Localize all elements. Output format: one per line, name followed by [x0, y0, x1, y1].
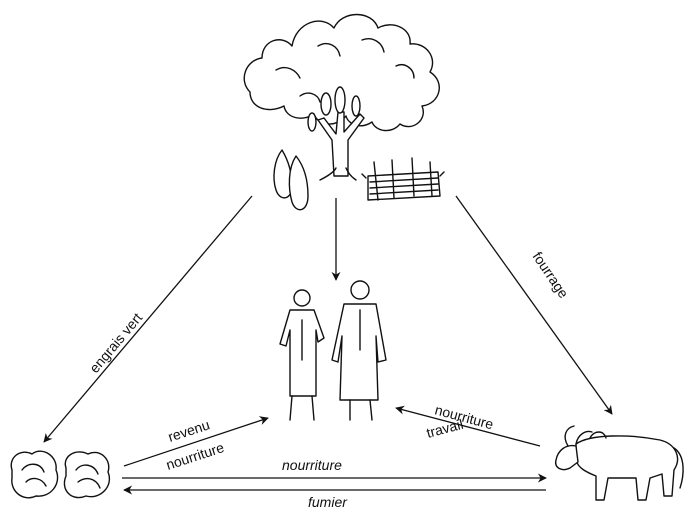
label-food-bottom: nourriture [282, 457, 342, 473]
label-fodder: fourrage [530, 249, 573, 301]
label-income: revenu [166, 416, 212, 444]
flow-arrows [43, 195, 613, 495]
label-green-manure: engrais vert [86, 310, 145, 376]
firewood-bundle-icon [361, 157, 445, 201]
arrow-crops-to-people [123, 416, 269, 467]
seed-pods-icon [273, 149, 309, 211]
label-manure: fumier [308, 494, 348, 510]
cabbage-crops-icon [10, 450, 111, 499]
arrow-tree-to-crops [43, 195, 253, 443]
label-labour: travail [425, 416, 465, 441]
farmers-couple-icon [279, 280, 387, 421]
label-food-from-crops: nourriture [164, 439, 226, 473]
arrow-tree-to-livestock [455, 195, 613, 415]
tree-with-pods-icon [243, 13, 440, 181]
arrow-people-livestock [395, 405, 541, 447]
ox-icon [555, 425, 684, 501]
